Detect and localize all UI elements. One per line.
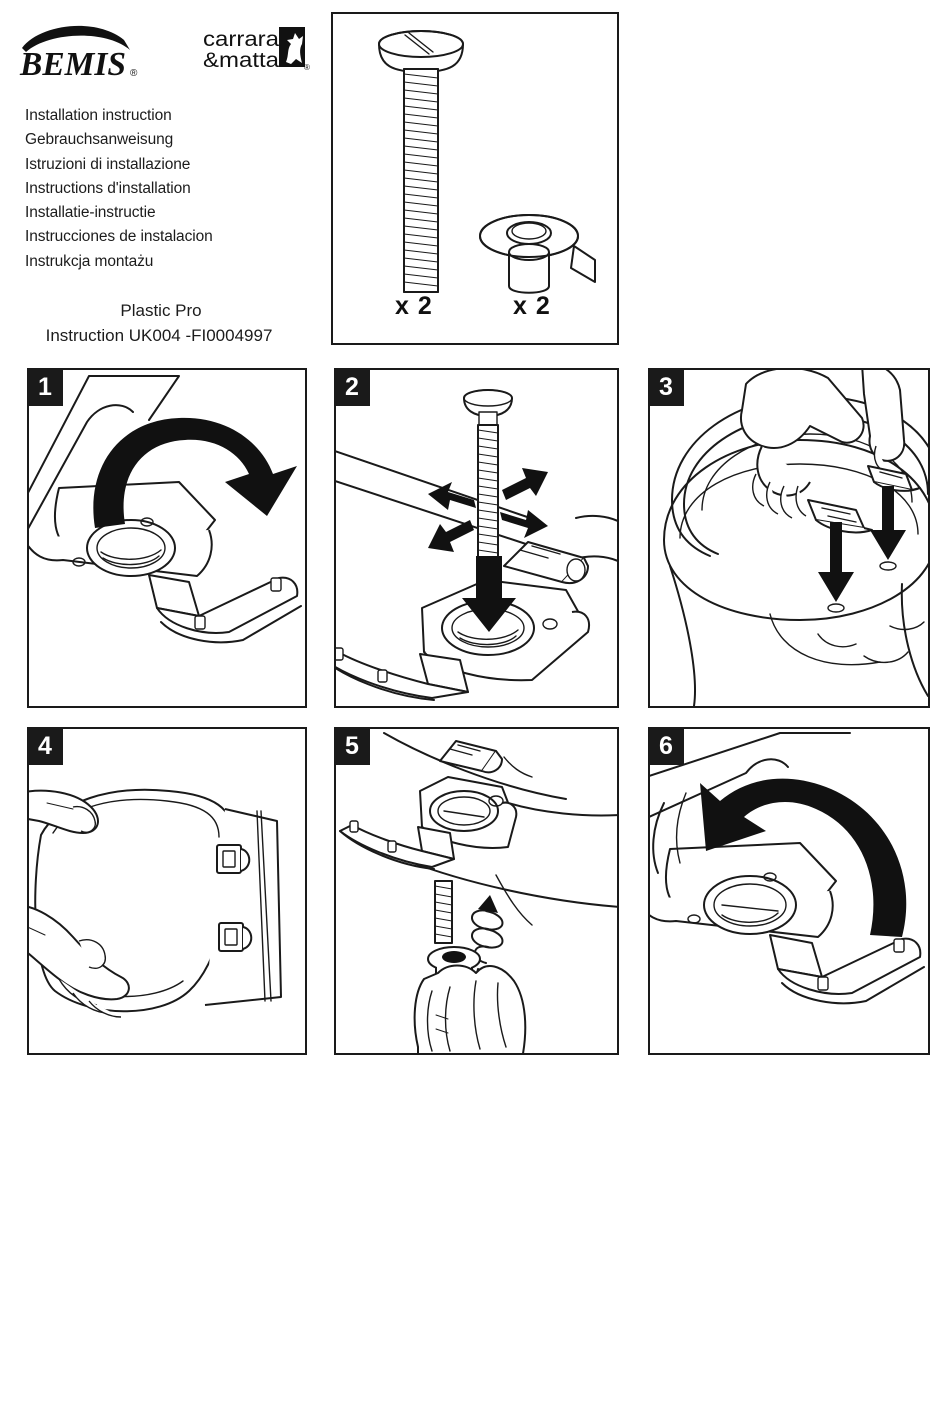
installer-hand [413, 964, 527, 1053]
product-identification: Plastic Pro Instruction UK004 -FI0004997 [0, 298, 318, 348]
installer-hands [29, 789, 130, 1018]
seat-hinges [216, 844, 253, 952]
hinge-base-underside [339, 740, 518, 870]
wing-nut-icon [479, 214, 596, 294]
language-line-nl: Installatie-instructie [25, 204, 156, 222]
carrara-wordmark-line2: &matta [203, 49, 279, 72]
step-panel-4: 4 [27, 727, 307, 1055]
adjust-arrows-icon [428, 468, 548, 632]
step-panel-2: 2 [334, 368, 619, 708]
wing-nut-quantity-label: x 2 [513, 292, 551, 320]
step-3-illustration [663, 370, 928, 706]
carrara-matta-logo: carrara &matta ® [203, 22, 311, 74]
product-name: Plastic Pro [120, 301, 202, 320]
installer-hands [740, 370, 906, 519]
language-line-en: Installation instruction [25, 107, 172, 124]
language-line-fr: Instructions d'installation [25, 179, 191, 197]
step-1-illustration [29, 375, 302, 644]
step-badge-4: 4 [29, 729, 63, 765]
step-6-illustration [650, 732, 925, 1005]
hinge-barrel [439, 740, 503, 774]
step-badge-6: 6 [650, 729, 684, 765]
bemis-logo: BEMIS ® [18, 18, 153, 83]
language-line-pl: Instrukcja montażu [25, 252, 154, 270]
logo-row: BEMIS ® carrara &matta ® [0, 0, 330, 95]
bolt-quantity-label: x 2 [395, 292, 433, 320]
carrara-wordmark-line1: carrara [203, 28, 279, 51]
document-header: BEMIS ® carrara &matta ® Installation in… [0, 0, 330, 355]
open-cover-arrow-icon [93, 417, 297, 528]
hinge-barrel [503, 541, 589, 584]
step-badge-5: 5 [336, 729, 370, 765]
seat-hinge-plate [650, 732, 925, 1005]
language-line-es: Instrucciones de instalacion [25, 228, 213, 246]
product-code: Instruction UK004 -FI0004997 [45, 326, 273, 345]
step-badge-2: 2 [336, 370, 370, 406]
step-panel-1: 1 [27, 368, 307, 708]
bemis-registered-icon: ® [130, 68, 138, 79]
step-badge-3: 3 [650, 370, 684, 406]
bolt-icon [378, 30, 464, 293]
language-line-it: Istruzioni di installazione [25, 155, 191, 173]
bolt-drop-arrows-icon [818, 486, 906, 613]
toilet-bowl [663, 439, 928, 706]
bemis-wordmark: BEMIS [19, 46, 126, 80]
step-panel-3: 3 [648, 368, 930, 708]
parts-box: x 2 x 2 [331, 12, 619, 345]
step-panel-6: 6 [648, 727, 930, 1055]
hinge-base [336, 541, 590, 701]
step-5-illustration [339, 732, 617, 1053]
close-cover-arrow-icon [700, 778, 907, 937]
carrara-registered-icon: ® [304, 63, 310, 72]
step-panel-5: 5 [334, 727, 619, 1055]
bolt-in-place [463, 389, 513, 590]
step-badge-1: 1 [29, 370, 63, 406]
language-line-de: Gebrauchsanweisung [25, 131, 174, 149]
parts-illustration [378, 30, 596, 294]
protruding-bolt-thread [434, 880, 453, 944]
step-2-illustration [336, 389, 617, 701]
step-4-illustration [29, 788, 282, 1018]
language-list: Installation instruction Gebrauchsanweis… [25, 104, 325, 274]
seat-hinge-right [867, 465, 921, 492]
porcelain-edge [336, 450, 617, 562]
